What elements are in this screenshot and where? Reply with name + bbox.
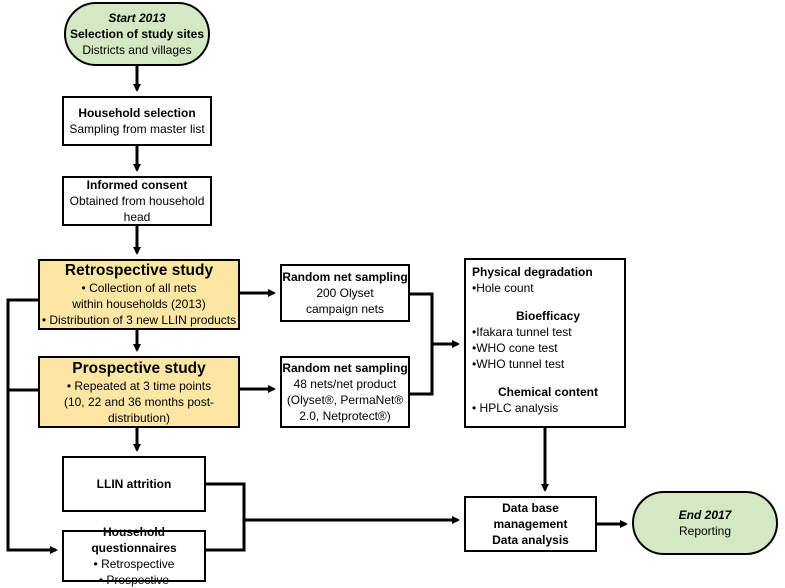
ifakara-tunnel-item: •Ifakara tunnel test xyxy=(472,325,572,339)
bioefficacy-title: Bioefficacy xyxy=(515,309,581,323)
household-selection-title: Household selection xyxy=(78,106,196,120)
physical-degradation-title: Physical degradation xyxy=(472,265,593,279)
random-sampling-2-title: Random net sampling xyxy=(282,361,408,375)
informed-consent-line2: head xyxy=(123,210,151,224)
llin-attrition-title: LLIN attrition xyxy=(96,477,172,491)
start-node: Start 2013 Selection of study sites Dist… xyxy=(64,2,210,66)
database-line3: Data analysis xyxy=(492,533,569,547)
prospective-line3: distribution) xyxy=(107,410,171,425)
retrospective-study-box: Retrospective study • Collection of all … xyxy=(38,259,240,330)
end-subtitle: Reporting xyxy=(678,524,732,538)
hplc-item: • HPLC analysis xyxy=(472,401,559,415)
questionnaires-line2: • Prospective xyxy=(98,573,170,587)
household-selection-subtitle: Sampling from master list xyxy=(69,122,205,136)
database-line2: management xyxy=(493,517,568,531)
informed-consent-title: Informed consent xyxy=(86,178,188,192)
random-sampling-1-line2: campaign nets xyxy=(305,302,385,316)
questionnaires-title: Household questionnaires xyxy=(91,525,177,555)
retrospective-line1: • Collection of all nets xyxy=(81,281,197,295)
random-sampling-1-line1: 200 Olyset xyxy=(316,286,374,300)
end-node: End 2017 Reporting xyxy=(632,491,778,555)
retrospective-line3: • Distribution of 3 new LLIN products xyxy=(41,313,237,327)
start-label: Start 2013 xyxy=(108,11,166,25)
start-title: Selection of study sites xyxy=(69,27,205,41)
database-line1: Data base xyxy=(502,501,559,515)
household-selection-box: Household selection Sampling from master… xyxy=(62,96,212,146)
random-sampling-box-2: Random net sampling 48 nets/net product … xyxy=(280,356,410,428)
household-questionnaires-box: Household questionnaires • Retrospective… xyxy=(62,525,206,587)
random-sampling-2-line3: 2.0, Netprotect®) xyxy=(299,409,391,423)
llin-attrition-box: LLIN attrition xyxy=(62,456,206,512)
informed-consent-box: Informed consent Obtained from household… xyxy=(62,176,212,226)
prospective-line1: • Repeated at 3 time points xyxy=(66,378,212,393)
random-sampling-2-line2: (Olyset®, PermaNet® xyxy=(286,393,404,407)
random-sampling-1-title: Random net sampling xyxy=(282,270,408,284)
random-sampling-2-line1: 48 nets/net product xyxy=(293,377,397,391)
prospective-study-box: Prospective study • Repeated at 3 time p… xyxy=(38,356,240,428)
hole-count-item: •Hole count xyxy=(472,281,534,295)
start-subtitle: Districts and villages xyxy=(82,43,192,57)
prospective-title: Prospective study xyxy=(72,359,206,377)
informed-consent-line1: Obtained from household xyxy=(69,194,205,208)
questionnaires-line1: • Retrospective xyxy=(93,557,175,571)
prospective-line2: (10, 22 and 36 months post- xyxy=(63,394,215,409)
who-cone-item: •WHO cone test xyxy=(472,341,558,355)
retrospective-line2: within households (2013) xyxy=(72,297,206,311)
database-box: Data base management Data analysis xyxy=(464,496,597,552)
random-sampling-box-1: Random net sampling 200 Olyset campaign … xyxy=(280,264,410,322)
analyses-box: Physical degradation •Hole count Bioeffi… xyxy=(464,258,626,428)
retrospective-title: Retrospective study xyxy=(64,262,214,279)
chemical-content-title: Chemical content xyxy=(497,385,599,399)
who-tunnel-item: •WHO tunnel test xyxy=(472,357,565,371)
end-label: End 2017 xyxy=(678,508,732,522)
